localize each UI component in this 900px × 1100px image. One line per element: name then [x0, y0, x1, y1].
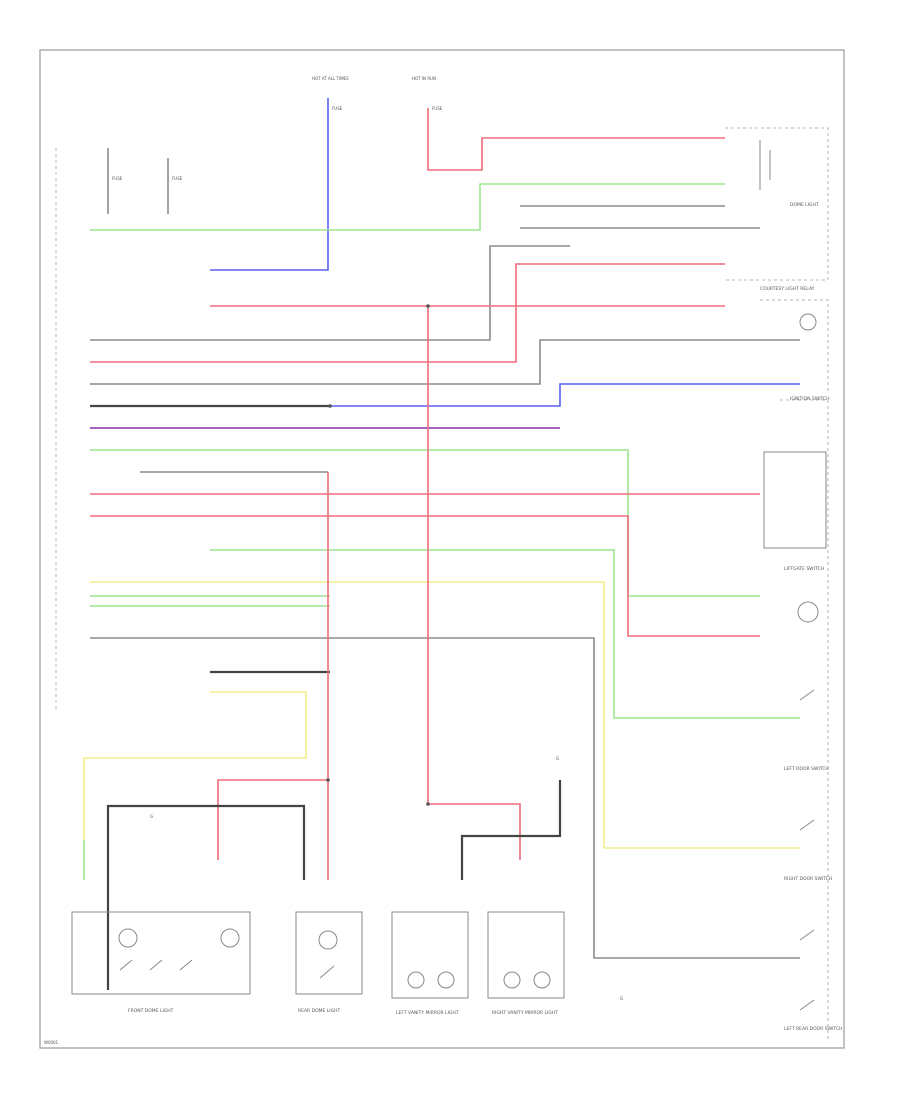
label-front-dome-light: FRONT DOME LIGHT [128, 1008, 174, 1014]
label-courtesy-relay: COURTESY LIGHT RELAY [760, 286, 815, 292]
wire-yellow-b [83, 691, 307, 840]
front-dome-bulb-left [118, 928, 138, 948]
wire-blue-ign [90, 383, 800, 407]
label-ground-center: G [556, 756, 559, 761]
wire-red-vertical-center [427, 306, 521, 860]
liftgate-switch-box [763, 451, 827, 549]
wire-dark-front-dome [106, 804, 306, 990]
label-ignition-switch: IGNITION SWITCH [790, 396, 830, 402]
wire-green-top [90, 183, 725, 231]
cargo-bulb [797, 601, 819, 623]
wire-red-supply [427, 108, 725, 171]
junction [328, 404, 332, 408]
rear-dome-light-box [295, 911, 363, 995]
wire-yellow [90, 581, 800, 849]
label-ground-left: G [150, 814, 153, 819]
label-rear-dome-light: REAR DOME LIGHT [298, 1008, 340, 1014]
label-left-rear-door-switch: LEFT REAR DOOR SWITCH [784, 1026, 842, 1032]
rear-dome-switch [319, 965, 335, 979]
left-vanity-bulb-b [437, 971, 455, 989]
door-switch-boundary [780, 399, 829, 1040]
label-fuse-a: FUSE [112, 176, 123, 181]
junction [326, 778, 330, 782]
wire-red-relay [90, 263, 725, 363]
right-vanity-bulb-b [533, 971, 551, 989]
left-vanity-bulb-a [407, 971, 425, 989]
label-dome-light: DOME LIGHT [790, 202, 819, 208]
left-vanity-box [391, 911, 469, 999]
footer-code: W0001 [44, 1040, 59, 1045]
junction [426, 802, 430, 806]
label-fuse-d: FUSE [432, 106, 443, 111]
rear-dome-bulb [318, 930, 338, 950]
relay-coil [759, 140, 771, 190]
dome-light-bulb [799, 313, 817, 331]
wire-gray-ign [90, 339, 800, 385]
front-dome-bulb-right [220, 928, 240, 948]
wire-gray-top-c [90, 245, 570, 341]
wire-red-front-dome [217, 779, 328, 860]
label-right-door-switch: RIGHT DOOR SWITCH [784, 876, 832, 882]
label-hot-in-run: HOT IN RUN [412, 76, 436, 81]
label-fuse-b: FUSE [172, 176, 183, 181]
right-vanity-bulb-a [503, 971, 521, 989]
ignition-switch-boundary [760, 299, 829, 392]
label-liftgate-switch: LIFTGATE SWITCH [784, 566, 824, 572]
wire-red-c [90, 515, 760, 637]
label-right-vanity: RIGHT VANITY MIRROR LIGHT [492, 1010, 558, 1016]
label-fuse-c: FUSE [332, 106, 343, 111]
relay-boundary [725, 127, 829, 281]
front-dome-light-box [71, 911, 251, 995]
wire-dark-vanity [460, 780, 562, 880]
junction [426, 304, 430, 308]
label-left-vanity: LEFT VANITY MIRROR LIGHT [396, 1010, 459, 1016]
label-left-door-switch: LEFT DOOR SWITCH [784, 766, 829, 772]
wire-gray-door [90, 637, 800, 959]
door-switch-contacts [799, 689, 815, 1011]
front-dome-switch [119, 959, 193, 971]
wire-blue-supply [210, 98, 329, 271]
label-hot-at-all-times: HOT AT ALL TIMES [312, 76, 349, 81]
label-ground-right: G [620, 996, 623, 1001]
diagram-frame [39, 49, 845, 1049]
right-vanity-box [487, 911, 565, 999]
wire-green-lower [210, 549, 800, 719]
